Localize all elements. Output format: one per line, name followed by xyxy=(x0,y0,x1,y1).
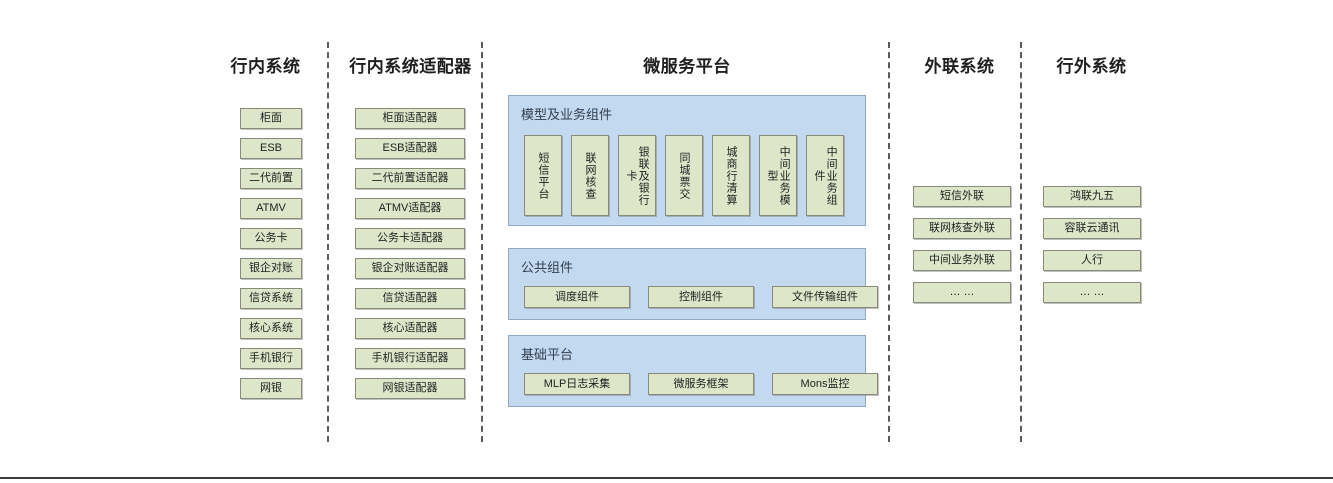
column-title-in-bank-adapters: 行内系统适配器 xyxy=(349,57,472,76)
node-outside-bank-systems-3[interactable]: 人行 xyxy=(1043,250,1141,271)
column-title-outside-bank-systems: 行外系统 xyxy=(1056,57,1127,76)
node-model-business-components-7[interactable]: 中间业务组件 xyxy=(806,135,844,216)
node-model-business-components-2[interactable]: 联网核查 xyxy=(571,135,609,216)
panel-title-model-business-components: 模型及业务组件 xyxy=(521,107,613,122)
node-external-link-systems-4[interactable]: … … xyxy=(913,282,1011,303)
column-title-in-bank-systems: 行内系统 xyxy=(230,57,301,76)
node-model-business-components-4[interactable]: 同城票交 xyxy=(665,135,703,216)
node-model-business-components-5[interactable]: 城商行清算 xyxy=(712,135,750,216)
column-title-external-link-systems: 外联系统 xyxy=(924,57,995,76)
panel-title-public-components: 公共组件 xyxy=(521,260,574,275)
node-in-bank-systems-3[interactable]: 二代前置 xyxy=(240,168,302,189)
panel-public-components: 公共组件 xyxy=(508,248,866,320)
node-in-bank-systems-5[interactable]: 公务卡 xyxy=(240,228,302,249)
node-in-bank-adapters-7[interactable]: 信贷适配器 xyxy=(355,288,465,309)
node-in-bank-systems-8[interactable]: 核心系统 xyxy=(240,318,302,339)
column-divider-2 xyxy=(481,42,483,442)
node-outside-bank-systems-1[interactable]: 鸿联九五 xyxy=(1043,186,1141,207)
column-divider-4 xyxy=(1020,42,1022,442)
node-in-bank-systems-4[interactable]: ATMV xyxy=(240,198,302,219)
page-bottom-rule xyxy=(0,477,1333,479)
node-base-platform-2[interactable]: 微服务框架 xyxy=(648,373,754,395)
node-external-link-systems-2[interactable]: 联网核查外联 xyxy=(913,218,1011,239)
node-in-bank-adapters-3[interactable]: 二代前置适配器 xyxy=(355,168,465,189)
node-public-components-1[interactable]: 调度组件 xyxy=(524,286,630,308)
node-in-bank-adapters-9[interactable]: 手机银行适配器 xyxy=(355,348,465,369)
node-outside-bank-systems-2[interactable]: 容联云通讯 xyxy=(1043,218,1141,239)
column-divider-1 xyxy=(327,42,329,442)
node-external-link-systems-1[interactable]: 短信外联 xyxy=(913,186,1011,207)
node-model-business-components-6[interactable]: 中间业务模型 xyxy=(759,135,797,216)
node-in-bank-adapters-6[interactable]: 银企对账适配器 xyxy=(355,258,465,279)
panel-base-platform: 基础平台 xyxy=(508,335,866,407)
node-in-bank-adapters-10[interactable]: 网银适配器 xyxy=(355,378,465,399)
node-in-bank-adapters-1[interactable]: 柜面适配器 xyxy=(355,108,465,129)
node-base-platform-3[interactable]: Mons监控 xyxy=(772,373,878,395)
node-public-components-3[interactable]: 文件传输组件 xyxy=(772,286,878,308)
node-model-business-components-1[interactable]: 短信平台 xyxy=(524,135,562,216)
node-in-bank-adapters-4[interactable]: ATMV适配器 xyxy=(355,198,465,219)
node-in-bank-systems-10[interactable]: 网银 xyxy=(240,378,302,399)
center-title-microservice-platform: 微服务平台 xyxy=(643,57,731,76)
node-in-bank-adapters-8[interactable]: 核心适配器 xyxy=(355,318,465,339)
node-public-components-2[interactable]: 控制组件 xyxy=(648,286,754,308)
node-base-platform-1[interactable]: MLP日志采集 xyxy=(524,373,630,395)
node-outside-bank-systems-4[interactable]: … … xyxy=(1043,282,1141,303)
node-in-bank-systems-1[interactable]: 柜面 xyxy=(240,108,302,129)
panel-title-base-platform: 基础平台 xyxy=(521,347,574,362)
node-in-bank-systems-7[interactable]: 信贷系统 xyxy=(240,288,302,309)
node-in-bank-adapters-5[interactable]: 公务卡适配器 xyxy=(355,228,465,249)
node-in-bank-systems-9[interactable]: 手机银行 xyxy=(240,348,302,369)
node-model-business-components-3[interactable]: 银联及银行卡 xyxy=(618,135,656,216)
column-divider-3 xyxy=(888,42,890,442)
node-external-link-systems-3[interactable]: 中间业务外联 xyxy=(913,250,1011,271)
node-in-bank-systems-6[interactable]: 银企对账 xyxy=(240,258,302,279)
node-in-bank-systems-2[interactable]: ESB xyxy=(240,138,302,159)
node-in-bank-adapters-2[interactable]: ESB适配器 xyxy=(355,138,465,159)
